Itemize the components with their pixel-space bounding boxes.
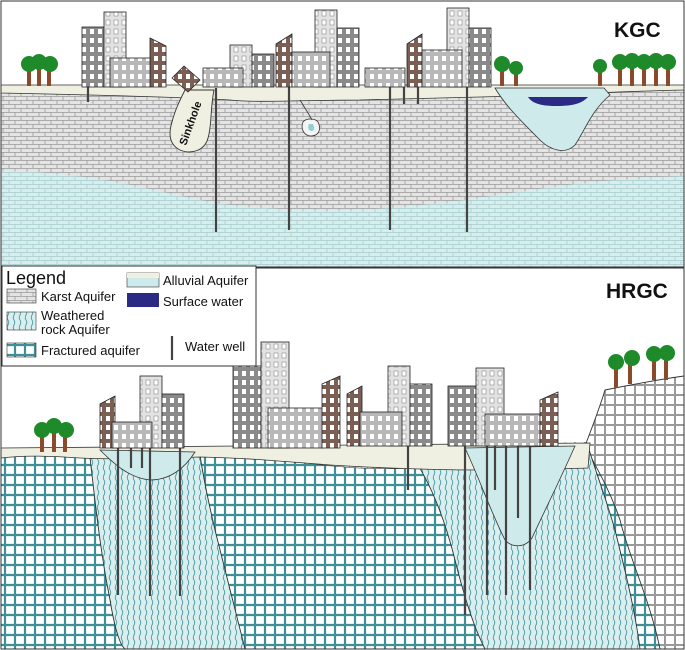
legend-title: Legend — [6, 268, 66, 288]
legend-item-surface-water: Surface water — [127, 293, 244, 309]
kgc-alluvial-basin — [494, 87, 611, 151]
kgc-surface-water — [528, 97, 588, 106]
fractured-swatch-icon — [6, 342, 37, 358]
svg-text:Weathered: Weathered — [41, 308, 104, 323]
legend-item-water-well: Water well — [170, 336, 245, 360]
legend: Legend Karst Aquifer Weathered rock Aqui… — [1, 265, 257, 367]
kgc-buildings — [81, 7, 492, 93]
legend-item-weathered: Weathered rock Aquifer — [6, 308, 110, 337]
cave-water — [308, 124, 315, 131]
surface-water-swatch-icon — [127, 293, 159, 307]
kgc-saturated-zone — [1, 170, 684, 267]
hrgc-water-wells — [116, 446, 532, 615]
kgc-section: Sinkhole — [0, 0, 685, 268]
hrgc-section — [0, 267, 685, 650]
svg-text:Surface water: Surface water — [163, 294, 244, 309]
svg-text:Water well: Water well — [185, 339, 245, 354]
svg-text:Fractured aquifer: Fractured aquifer — [41, 343, 141, 358]
hrgc-trees — [34, 345, 675, 452]
hrgc-alluvial-basin-right — [464, 445, 576, 547]
hrgc-label: HRGC — [606, 280, 668, 303]
svg-text:Karst Aquifer: Karst Aquifer — [41, 289, 116, 304]
legend-item-alluvial: Alluvial Aquifer — [126, 272, 249, 288]
sinkhole-cavity — [169, 89, 215, 153]
svg-text:Alluvial Aquifer: Alluvial Aquifer — [163, 273, 249, 288]
legend-item-fractured: Fractured aquifer — [6, 342, 141, 358]
kgc-water-wells — [86, 85, 469, 232]
kgc-trees — [21, 53, 676, 86]
hrgc-fractured-hill — [584, 375, 685, 650]
karst-swatch-icon — [6, 288, 37, 304]
weathered-swatch-icon — [6, 311, 37, 331]
kgc-label: KGC — [614, 19, 661, 42]
svg-text:rock Aquifer: rock Aquifer — [41, 322, 110, 337]
hrgc-buildings — [99, 341, 559, 449]
legend-item-karst: Karst Aquifer — [6, 288, 116, 304]
